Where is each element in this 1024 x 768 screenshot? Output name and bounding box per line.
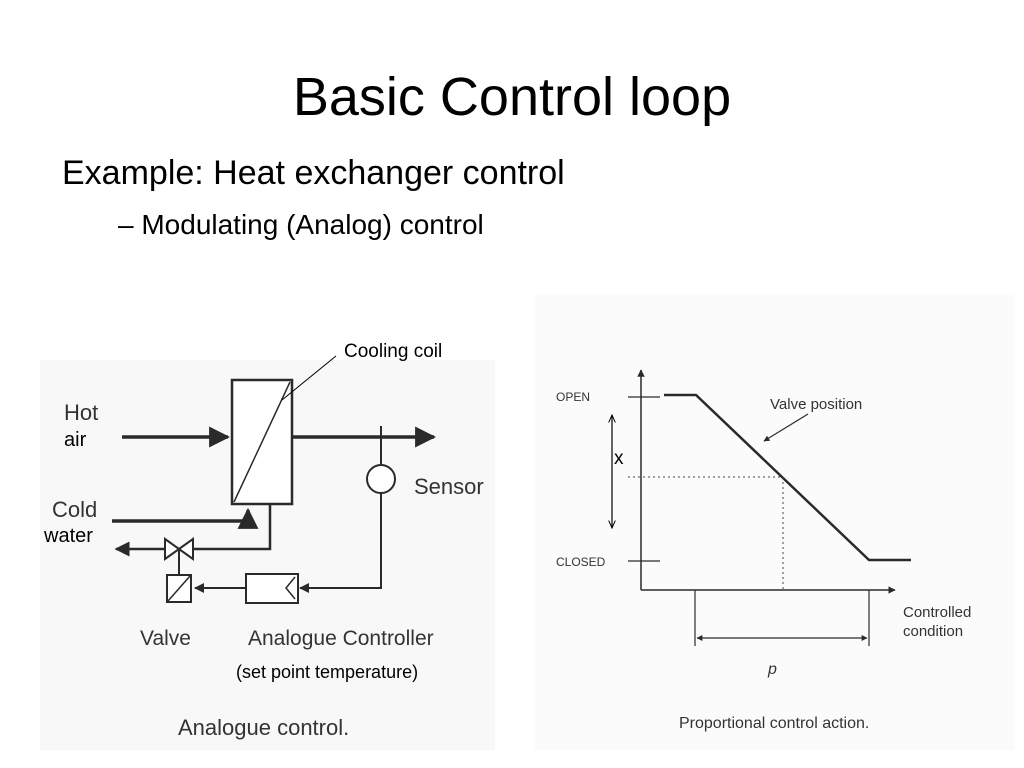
open-label: OPEN <box>556 390 590 404</box>
condition-label: condition <box>903 623 963 640</box>
water-label: water <box>43 525 93 547</box>
bullet-level-2: – Modulating (Analog) control <box>118 209 484 240</box>
cooling-coil-leader <box>281 355 337 401</box>
bullet-level-1: Example: Heat exchanger control <box>62 154 565 192</box>
analogue-control-diagram: Cooling coil Hot air Sensor Cold water <box>40 341 495 750</box>
return-water-pipe <box>194 504 272 551</box>
controller-symbol <box>285 576 296 600</box>
cooling-coil-diagonal <box>233 381 291 503</box>
controlled-label: Controlled <box>903 604 971 621</box>
p-label: p <box>767 661 777 678</box>
sensor-icon <box>366 464 396 494</box>
cold-label: Cold <box>52 497 97 522</box>
valve-actuator-diagonal <box>167 575 191 602</box>
set-point-label: (set point temperature) <box>236 662 418 682</box>
closed-label: CLOSED <box>556 555 606 569</box>
right-caption: Proportional control action. <box>679 715 869 732</box>
left-caption: Analogue control. <box>178 715 349 740</box>
sensor-label: Sensor <box>414 474 484 499</box>
proportional-control-diagram: OPEN CLOSED Valve position x p Controlle… <box>535 295 1015 750</box>
hot-label: Hot <box>64 400 98 425</box>
scan-background-right <box>535 295 1015 750</box>
valve-label: Valve <box>140 627 191 650</box>
cooling-coil-label: Cooling coil <box>344 341 442 362</box>
cold-water-inlet-pipe <box>112 507 259 529</box>
valve-position-pointer <box>763 413 809 442</box>
controller-label: Analogue Controller <box>248 627 434 650</box>
air-label: air <box>64 429 87 451</box>
sensor-signal-line <box>299 493 382 593</box>
valve-position-label: Valve position <box>770 396 862 413</box>
slide-title: Basic Control loop <box>292 67 732 127</box>
controller-box <box>245 573 299 604</box>
x-label: x <box>614 448 624 469</box>
